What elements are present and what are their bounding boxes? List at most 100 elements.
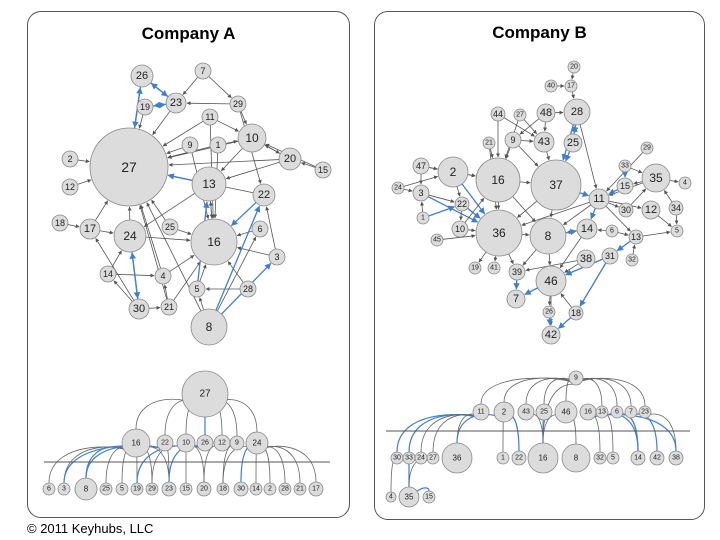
company-a-node-label: 4 bbox=[160, 271, 165, 281]
company-b-node-circle bbox=[616, 177, 634, 195]
company-b-edge-12-5 bbox=[657, 215, 672, 227]
company-b-tree-node-2: 2 bbox=[493, 401, 515, 423]
company-a-node-6: 6 bbox=[251, 220, 269, 238]
company-a-tree-node-label: 29 bbox=[148, 486, 156, 493]
company-a-tree-node-circle bbox=[196, 434, 214, 452]
company-a-tree-node-label: 9 bbox=[235, 440, 239, 447]
company-a-node-label: 28 bbox=[243, 284, 253, 294]
company-a-tree-node-12: 12 bbox=[213, 434, 231, 452]
company-a-node-label: 26 bbox=[136, 70, 148, 82]
company-a-tree-node-label: 27 bbox=[199, 389, 211, 400]
company-b-tree-node-label: 6 bbox=[615, 409, 619, 416]
company-b-tree-node-label: 16 bbox=[539, 454, 548, 463]
company-b-tree-node-label: 11 bbox=[477, 409, 484, 416]
copyright-text: © 2011 Keyhubs, LLC bbox=[27, 521, 154, 536]
company-b-tree-node-label: 4 bbox=[389, 494, 393, 501]
company-b-node-label: 19 bbox=[471, 265, 479, 272]
company-a-edge-21-4 bbox=[163, 284, 168, 300]
company-a-tree-node-circle bbox=[245, 431, 269, 455]
company-a-tree-node-24: 24 bbox=[245, 431, 269, 455]
company-a-edge-3-22 bbox=[265, 206, 276, 250]
company-b-tree-node-16: 16 bbox=[527, 442, 559, 474]
company-b-node-circle bbox=[416, 211, 430, 225]
company-b-tree-link-9-43 bbox=[525, 377, 577, 405]
company-b-panel: Company B bbox=[374, 11, 705, 520]
company-a-edge-8-6 bbox=[216, 236, 257, 312]
company-b-edge-15-11 bbox=[608, 188, 619, 195]
company-a-node-label: 2 bbox=[67, 154, 72, 164]
company-a-edge-7-23 bbox=[182, 76, 199, 95]
company-b-tree-node-8: 8 bbox=[561, 443, 591, 473]
company-b-edge-22-36 bbox=[467, 207, 481, 219]
company-a-node-label: 19 bbox=[140, 102, 150, 112]
company-b-tree-node-label: 14 bbox=[634, 455, 642, 462]
company-b-edge-9-16 bbox=[505, 147, 511, 159]
company-b-tree-node-35: 35 bbox=[398, 486, 420, 508]
company-a-tree-node-label: 3 bbox=[62, 486, 66, 493]
company-b-node-47: 47 bbox=[412, 157, 430, 175]
company-a-node-label: 14 bbox=[103, 269, 113, 279]
company-b-tree-node-circle bbox=[511, 450, 527, 466]
company-b-tree-node-24: 24 bbox=[414, 451, 428, 465]
company-a-edge-29-23 bbox=[186, 101, 231, 106]
company-b-node-30: 30 bbox=[618, 202, 634, 218]
company-a-edge-18-17 bbox=[67, 224, 80, 229]
company-a-tree-node-16: 16 bbox=[121, 428, 151, 458]
company-b-edge-26-42 bbox=[546, 317, 553, 326]
company-b-tree-node-38: 38 bbox=[668, 450, 684, 466]
company-a-edge-2-27 bbox=[77, 159, 90, 164]
company-b-tree-node-circle bbox=[561, 443, 591, 473]
company-a-node-label: 15 bbox=[318, 165, 328, 175]
company-b-node-circle bbox=[625, 253, 639, 267]
company-a-tree-node-label: 15 bbox=[182, 486, 190, 493]
company-b-node-9: 9 bbox=[504, 131, 522, 149]
company-b-edge-18-42 bbox=[558, 317, 572, 329]
company-b-node-13: 13 bbox=[628, 229, 644, 245]
company-a-tree-node-23: 23 bbox=[161, 481, 177, 497]
company-b-tree-node-label: 43 bbox=[522, 409, 530, 416]
company-b-tree-node-circle bbox=[624, 405, 638, 419]
company-a-edge-13-27 bbox=[167, 173, 193, 182]
company-b-tree-node-13: 13 bbox=[595, 405, 609, 419]
company-b-tree-link-9-23 bbox=[575, 377, 646, 407]
company-a-node-label: 23 bbox=[170, 97, 182, 109]
company-a-edge-8-22 bbox=[215, 205, 261, 311]
company-b-edge-3-36 bbox=[427, 196, 479, 223]
company-a-node-14: 14 bbox=[99, 265, 117, 283]
company-b-node-label: 11 bbox=[593, 193, 604, 205]
company-b-tree-node-circle bbox=[568, 370, 584, 386]
company-a-node-16: 16 bbox=[190, 218, 238, 266]
company-b-node-label: 42 bbox=[545, 329, 557, 341]
company-b-node-circle bbox=[542, 305, 556, 319]
company-b-node-circle bbox=[412, 157, 430, 175]
company-b-edge-10-36 bbox=[467, 228, 476, 233]
company-a-node-label: 11 bbox=[205, 112, 214, 122]
company-b-edge-8-46 bbox=[547, 253, 552, 266]
company-a-edge-30-21 bbox=[148, 305, 161, 310]
company-a-tree-node-17: 17 bbox=[308, 481, 324, 497]
company-b-edge-48-43 bbox=[543, 121, 547, 132]
company-a-tree-node-label: 2 bbox=[268, 486, 272, 493]
company-b-node-24: 24 bbox=[391, 181, 405, 195]
company-a-edge-17-24 bbox=[99, 230, 114, 235]
company-b-tree-node-circle bbox=[398, 486, 420, 508]
company-b-tree-node-23: 23 bbox=[638, 405, 652, 419]
company-a-tree-node-circle bbox=[278, 482, 292, 496]
company-a-node-22: 22 bbox=[252, 183, 276, 207]
company-b-edge-13-31 bbox=[616, 240, 631, 252]
company-a-tree-node-label: 5 bbox=[120, 486, 124, 493]
company-a-edge-15-20 bbox=[301, 162, 316, 168]
company-b-node-circle bbox=[468, 261, 482, 275]
company-a-edge-1-10 bbox=[225, 139, 238, 144]
company-a-tree-node-label: 23 bbox=[165, 486, 173, 493]
company-b-edge-36-41 bbox=[493, 255, 498, 262]
company-a-node-label: 21 bbox=[164, 302, 174, 312]
company-b-node-label: 22 bbox=[457, 199, 467, 209]
company-b-node-label: 16 bbox=[491, 173, 505, 187]
company-b-edge-25-28 bbox=[571, 125, 578, 135]
